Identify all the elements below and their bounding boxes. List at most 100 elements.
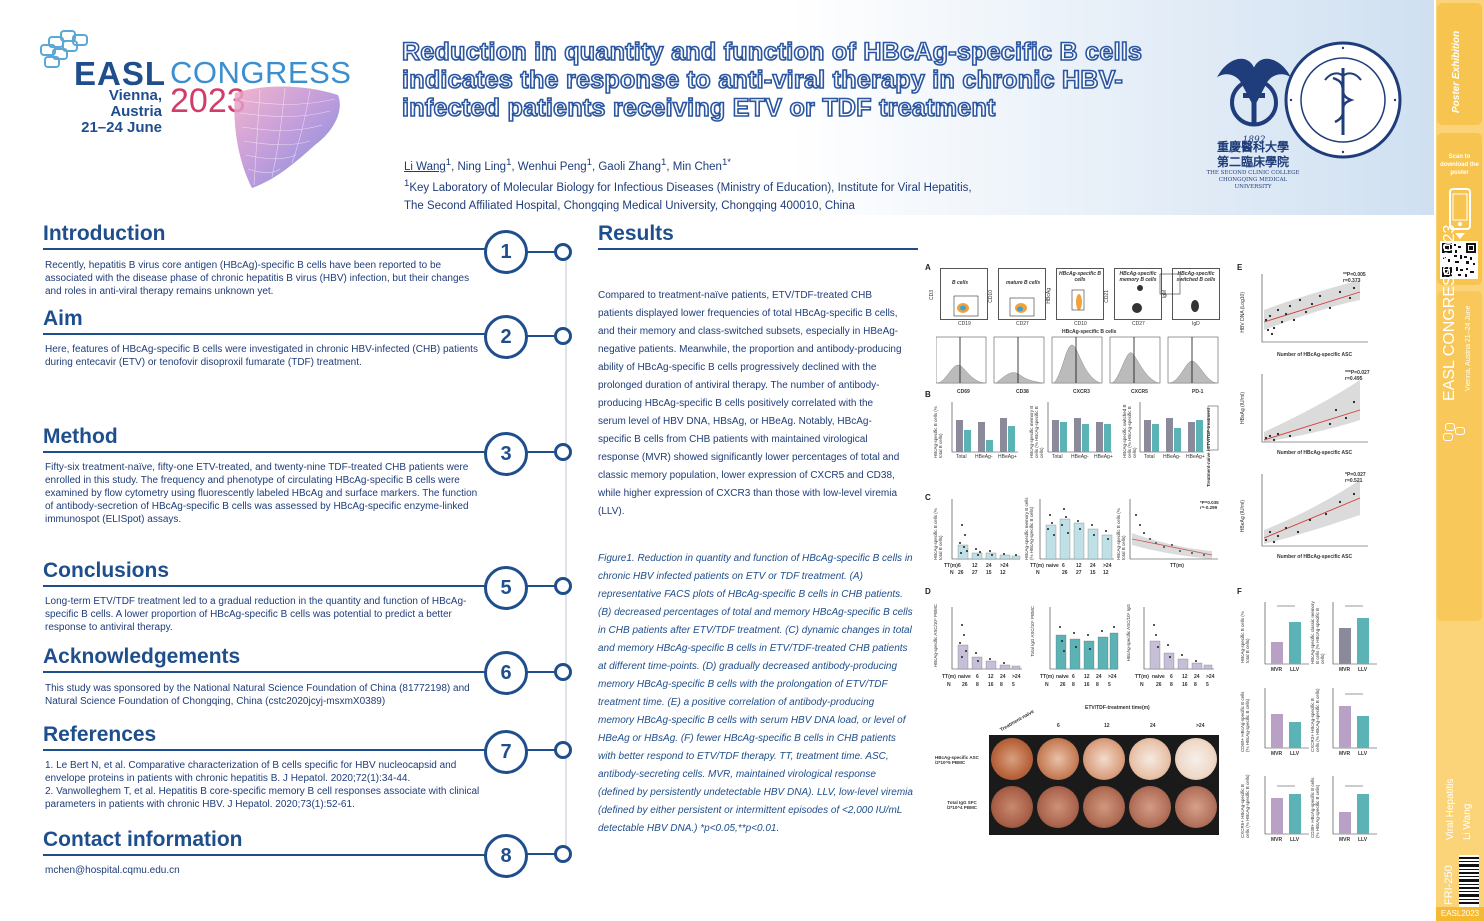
panel-letter: F — [1237, 587, 1242, 596]
panel-f-group: LLV — [1358, 751, 1368, 757]
affiliation: 1Key Laboratory of Molecular Biology for… — [404, 175, 1024, 215]
panel-c-tt-value: 12 — [1076, 563, 1082, 569]
elispot-col: 12 — [1104, 723, 1110, 729]
elispot-header: ETV/TDF-treatment time(m) — [1085, 705, 1150, 711]
contact-email[interactable]: mchen@hospital.cqmu.edu.cn — [45, 865, 180, 876]
panel-c-tt-value: 12 — [972, 563, 978, 569]
section-title-acknowledgements: Acknowledgements — [43, 645, 241, 668]
panel-d-tt-value: 24 — [1000, 674, 1006, 680]
panel-f-group: MVR — [1271, 667, 1283, 673]
panel-c-n-value: 27 — [1076, 570, 1082, 576]
facs-x-label: CD19 — [958, 321, 971, 327]
easl-cell-logo-icon — [40, 30, 90, 70]
panel-e-stat: **P=0.005 r=0.373 — [1343, 272, 1366, 284]
author-affiliation-mark: 1 — [506, 157, 512, 168]
panel-d-tt-value: 12 — [1084, 674, 1090, 680]
panel-d-n-value: 26 — [1156, 682, 1162, 688]
section-text-method: Fifty-six treatment-naïve, fifty-one ETV… — [45, 462, 478, 525]
elispot-row-label: Total IgG SFC /2*10^4 PBMC — [946, 800, 978, 810]
panel-f-y-label: CD38+ HBcAg-specific B cells (% HBcAg-sp… — [1310, 777, 1320, 838]
facs-x-label: IgD — [1192, 321, 1200, 327]
panel-d-n-label: N — [1140, 682, 1144, 688]
panel-d-tt-value: naive — [958, 674, 971, 680]
author-separator: , — [666, 160, 673, 173]
panel-f-group: MVR — [1339, 667, 1351, 673]
panel-d-n-value: 5 — [1012, 682, 1015, 688]
sidebar-code: FRI-250 — [1443, 865, 1455, 905]
panel-f-y-label: CD69+ HBcAg-specific B cells (% HBcAg-sp… — [1240, 691, 1250, 752]
section-number-badge: 2 — [484, 315, 528, 359]
panel-f-y-label: HBcAg-specific B cells (% total B cells) — [1240, 611, 1250, 663]
elispot-well — [1129, 786, 1171, 828]
panel-f-group: MVR — [1271, 751, 1283, 757]
panel-f-bars — [1264, 602, 1377, 835]
author-name: Min Chen — [672, 160, 722, 173]
panel-d-tt-value: 12 — [1182, 674, 1188, 680]
panel-letter: C — [925, 493, 931, 502]
section-title-results: Results — [598, 222, 674, 245]
panel-d-n-value: 8 — [1096, 682, 1099, 688]
panel-b-bars — [951, 402, 1219, 453]
panel-b-group: HBeAg- — [1163, 454, 1181, 460]
panel-c-tt-value: 6 — [958, 563, 961, 569]
sidebar-brand: Poster Exhibition — [1451, 30, 1462, 113]
university-name: 重慶醫科大學 第二臨床學院 THE SECOND CLINIC COLLEGE … — [1203, 140, 1303, 191]
panel-b-y-label: HBcAg-specific B cells (% total B cells) — [933, 406, 943, 458]
panel-d-tt-label: TT(m) — [942, 674, 956, 680]
section-rule — [43, 248, 489, 250]
section-rule — [43, 451, 489, 453]
elispot-well — [991, 786, 1033, 828]
panel-d-tt-value: >24 — [1012, 674, 1021, 680]
sidebar-venue: Vienna, Austria 21–24 June — [1465, 305, 1472, 392]
sidebar-brand-tab[interactable]: Poster Exhibition — [1437, 3, 1482, 125]
panel-c-dots — [951, 499, 1218, 560]
qr-code-icon[interactable] — [1440, 241, 1478, 279]
elispot-col: 24 — [1150, 723, 1156, 729]
connector-node — [554, 327, 572, 345]
facs-y-label: CD3 — [929, 290, 935, 301]
elispot-well — [1129, 738, 1171, 780]
sidebar-congress: EASL CONGRESS 2023 — [1441, 224, 1458, 401]
author-affiliation-mark: 1 — [586, 157, 592, 168]
barcode-icon — [1459, 855, 1479, 907]
author-separator: , — [451, 160, 458, 173]
panel-b-group: HBeAg+ — [998, 454, 1017, 460]
figure-caption: Figure1. Reduction in quantity and funct… — [598, 553, 913, 834]
author-affiliation-mark: 1 — [661, 157, 667, 168]
facs-title: mature B cells — [1006, 280, 1041, 286]
panel-c-y-label: HBcAg-specific memory B cells (% HBcAg-s… — [1024, 497, 1034, 560]
sidebar-download-tab[interactable]: Scan to download the poster — [1437, 133, 1482, 285]
download-arrow-icon — [1455, 233, 1465, 239]
panel-d-tt-value: 6 — [976, 674, 979, 680]
connector-node — [554, 577, 572, 595]
panel-c-tt-value: 24 — [986, 563, 992, 569]
panel-d-y-label: HBcAg-specific ASC/10⁶ PBMC — [933, 604, 938, 668]
section-text-acknowledgements: This study was sponsored by the National… — [45, 683, 470, 707]
panel-b-y-label: HBcAg-specific memory B cells (% HBcAg-s… — [1029, 405, 1044, 458]
panel-b-group: HBeAg+ — [1094, 454, 1113, 460]
panel-e-x-label: Number of HBcAg-specific ASC — [1277, 554, 1353, 560]
elispot-well — [991, 738, 1033, 780]
affiliation-line-2: The Second Affiliated Hospital, Chongqin… — [404, 199, 855, 212]
section-title-conclusions: Conclusions — [43, 559, 170, 582]
panel-letter: A — [925, 263, 931, 272]
panel-e-y-label: HBeAg (IU/ml) — [1240, 500, 1246, 533]
section-text-introduction: Recently, hepatitis B virus core antigen… — [45, 260, 470, 297]
section-rule — [598, 248, 918, 250]
elispot-well — [1175, 786, 1217, 828]
sidebar-scan-text: Scan to download the poster — [1440, 154, 1479, 176]
panel-d-y-label: Total IgG ASC/10⁶ PBMC — [1030, 606, 1035, 657]
affiliation-mark: 1 — [404, 178, 410, 189]
elispot-col: Treatment-naive — [999, 708, 1036, 734]
panel-d-tt-value: 24 — [1194, 674, 1200, 680]
panel-c-tt-value: >24 — [1103, 563, 1112, 569]
panel-e-scatter — [1261, 274, 1368, 547]
panel-d-n-value: 8 — [1194, 682, 1197, 688]
university-name-en-2: CHONGQING MEDICAL UNIVERSITY — [1218, 177, 1288, 190]
section-rule — [43, 854, 489, 856]
section-title-introduction: Introduction — [43, 222, 166, 245]
section-rule — [43, 333, 489, 335]
elispot-well — [1083, 738, 1125, 780]
university-name-cn-1: 重慶醫科大學 — [1216, 140, 1289, 154]
facs-x-label: CD27 — [1132, 321, 1145, 327]
